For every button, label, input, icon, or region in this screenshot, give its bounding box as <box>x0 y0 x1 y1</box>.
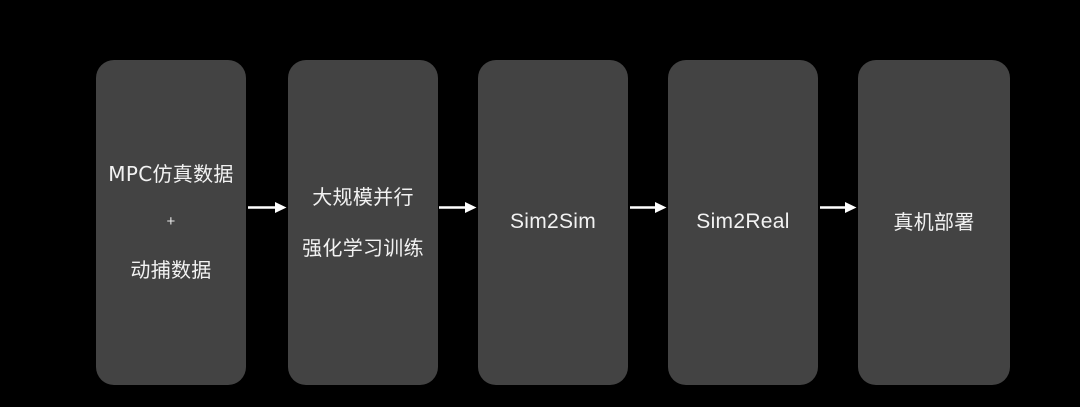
arrow-right-icon <box>630 202 667 213</box>
flow-node-label-line-1: MPC仿真数据 <box>108 162 234 187</box>
flow-node-label: Sim2Sim <box>509 210 597 234</box>
flow-node-sim2real[interactable]: Sim2Real <box>668 60 818 385</box>
flow-node-label: 真机部署 <box>893 210 975 234</box>
flow-node-label-line-1: 大规模并行 <box>312 184 414 209</box>
arrow-right-icon <box>439 202 477 213</box>
flow-node-sim2sim[interactable]: Sim2Sim <box>478 60 628 385</box>
arrow-right-icon <box>820 202 857 213</box>
arrow-right-icon <box>248 202 287 213</box>
flow-node-label-line-3: 动捕数据 <box>130 257 212 282</box>
flow-node-rl-training[interactable]: 大规模并行 强化学习训练 <box>288 60 438 385</box>
flow-node-label-plus: + <box>166 213 176 231</box>
flow-node-mpc-data[interactable]: MPC仿真数据 + 动捕数据 <box>96 60 246 385</box>
flow-node-label-line-2: 强化学习训练 <box>302 235 424 260</box>
flow-node-label: Sim2Real <box>696 210 790 234</box>
flow-node-real-deploy[interactable]: 真机部署 <box>858 60 1010 385</box>
